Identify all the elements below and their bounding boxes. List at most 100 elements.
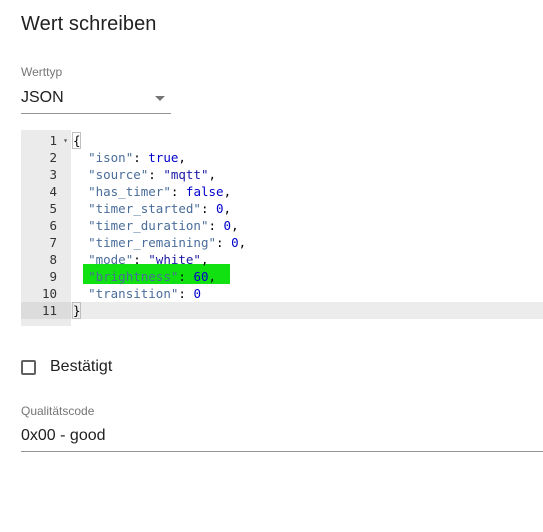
code-line[interactable]: "brightness": 60,	[71, 268, 543, 285]
code-token: "mqtt"	[163, 167, 209, 182]
code-line-text: "has_timer": false,	[73, 183, 231, 200]
code-token: ,	[208, 167, 217, 182]
code-line[interactable]: "transition": 0	[71, 285, 543, 302]
value-type-select[interactable]: Werttyp JSON	[21, 64, 171, 114]
line-number: 10	[21, 285, 71, 302]
code-token: "source"	[88, 167, 149, 182]
code-token: false	[185, 184, 224, 199]
editor-code-area[interactable]: { "ison": true, "source": "mqtt", "has_t…	[71, 130, 543, 326]
value-type-label: Werttyp	[21, 65, 63, 79]
code-token: "white"	[148, 252, 201, 267]
code-line[interactable]: "source": "mqtt",	[71, 166, 543, 183]
line-number: 7	[21, 234, 71, 251]
line-number: 3	[21, 166, 71, 183]
code-line[interactable]: "timer_started": 0,	[71, 200, 543, 217]
code-token: }	[73, 303, 81, 318]
search-highlight	[83, 264, 230, 284]
confirmed-label: Bestätigt	[50, 358, 113, 375]
code-line[interactable]: {	[71, 132, 543, 149]
code-token: 0	[216, 201, 224, 216]
code-line-text: "ison": true,	[73, 149, 186, 166]
code-line-text: "brightness": 60,	[73, 268, 216, 285]
code-token: "timer_remaining"	[88, 235, 216, 250]
code-line[interactable]: "has_timer": false,	[71, 183, 543, 200]
bracket-match-marker	[72, 132, 81, 149]
code-token: ,	[178, 150, 186, 165]
code-token	[73, 235, 88, 250]
chevron-down-icon[interactable]	[155, 96, 165, 101]
code-line[interactable]: "ison": true,	[71, 149, 543, 166]
line-number-text: 9	[49, 269, 57, 284]
line-number-text: 3	[49, 167, 57, 182]
code-token: ,	[200, 252, 209, 267]
line-number: 5	[21, 200, 71, 217]
code-line[interactable]: }	[71, 302, 543, 319]
code-token	[73, 269, 88, 284]
code-token	[73, 252, 88, 267]
code-line-text: "timer_remaining": 0,	[73, 234, 246, 251]
code-token: :	[133, 150, 149, 165]
line-number-text: 5	[49, 201, 57, 216]
code-token: :	[148, 167, 164, 182]
code-token: 0	[193, 286, 201, 301]
code-token: "timer_duration"	[88, 218, 209, 233]
confirmed-checkbox[interactable]	[21, 359, 36, 375]
value-type-select-box[interactable]: JSON	[21, 88, 171, 114]
code-token: 0	[231, 235, 239, 250]
code-token	[73, 167, 88, 182]
code-token: ,	[238, 235, 247, 250]
quality-code-field[interactable]: Qualitätscode 0x00 - good	[21, 403, 543, 453]
code-line-text: "mode": "white",	[73, 251, 209, 268]
code-token: ,	[223, 201, 232, 216]
line-number-text: 2	[49, 150, 57, 165]
code-token	[73, 184, 88, 199]
code-token: "ison"	[88, 150, 134, 165]
line-number-text: 8	[49, 252, 57, 267]
code-token: ,	[208, 269, 217, 284]
line-number: 6	[21, 217, 71, 234]
code-line-text: }	[73, 302, 81, 319]
quality-code-input[interactable]: 0x00 - good	[21, 425, 543, 452]
code-line-text: "timer_duration": 0,	[73, 217, 239, 234]
line-number: 2	[21, 149, 71, 166]
code-token	[73, 201, 88, 216]
code-token: :	[208, 218, 224, 233]
code-token	[73, 150, 88, 165]
code-line-text: {	[73, 132, 81, 149]
fold-toggle-icon[interactable]: ▾	[63, 136, 68, 145]
code-token: :	[200, 201, 217, 216]
line-number-text: 6	[49, 218, 57, 233]
line-number-text: 11	[41, 303, 57, 318]
code-token	[73, 218, 88, 233]
code-token: 60	[193, 269, 209, 284]
code-token: "transition"	[88, 286, 179, 301]
code-token: true	[148, 150, 179, 165]
code-line[interactable]: "mode": "white",	[71, 251, 543, 268]
code-token: "timer_started"	[88, 201, 201, 216]
code-token: :	[178, 269, 194, 284]
line-number: 8	[21, 251, 71, 268]
code-token: :	[216, 235, 232, 250]
code-token	[73, 286, 88, 301]
code-line[interactable]: "timer_duration": 0,	[71, 217, 543, 234]
quality-code-label: Qualitätscode	[21, 404, 95, 418]
code-line[interactable]: "timer_remaining": 0,	[71, 234, 543, 251]
line-number-text: 1	[49, 133, 57, 148]
quality-code-value: 0x00 - good	[21, 427, 106, 444]
code-token: {	[73, 133, 81, 148]
line-number: 9	[21, 268, 71, 285]
dialog-title: Wert schreiben	[21, 13, 157, 35]
line-number: 1▾	[21, 132, 71, 149]
code-line-text: "transition": 0	[73, 285, 201, 302]
code-token: :	[170, 184, 186, 199]
line-number-text: 10	[41, 286, 57, 301]
line-number: 11	[21, 302, 71, 319]
code-line-text: "source": "mqtt",	[73, 166, 216, 183]
code-token: ,	[223, 184, 232, 199]
code-token: 0	[223, 218, 232, 233]
confirmed-checkbox-row[interactable]: Bestätigt	[21, 356, 112, 378]
code-token: "mode"	[88, 252, 134, 267]
line-number-text: 4	[49, 184, 57, 199]
